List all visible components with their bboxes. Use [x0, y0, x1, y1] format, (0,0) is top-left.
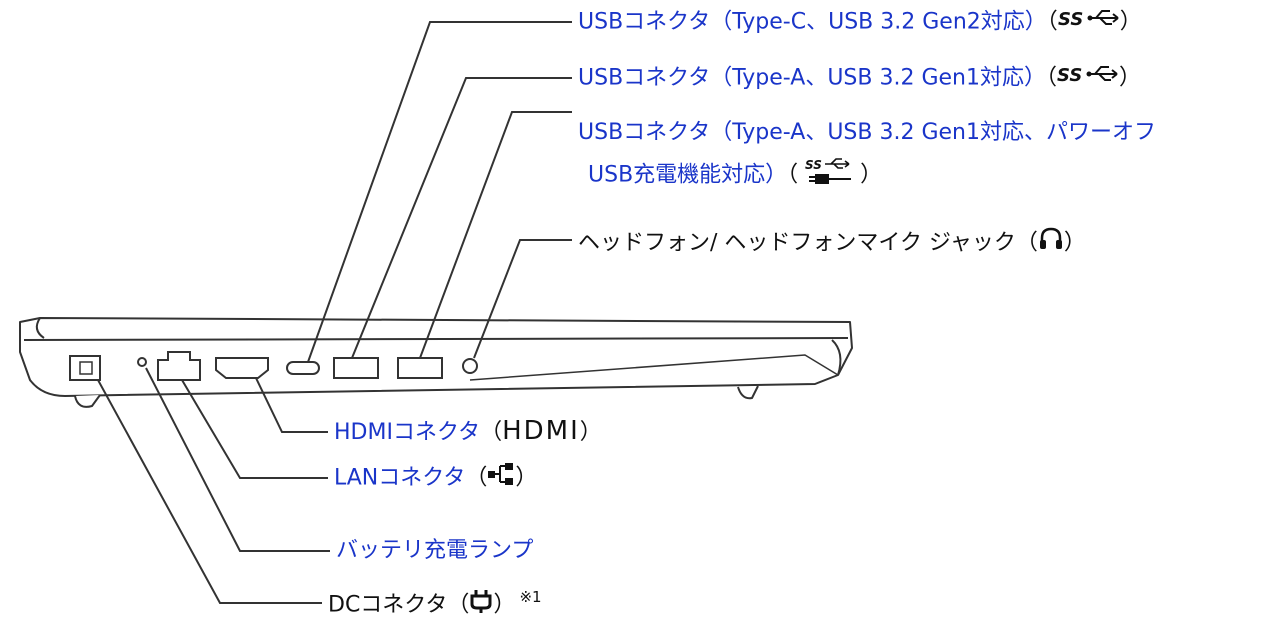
- ss-usb-power-icon: SS: [805, 156, 853, 195]
- leader-lines: [97, 21, 572, 604]
- lan-link[interactable]: LANコネクタ: [334, 465, 466, 491]
- lan-port: [157, 351, 201, 381]
- callout-headphone: ヘッドフォン/ ヘッドフォンマイク ジャック（ ）: [578, 226, 1086, 261]
- usb-a1-close: ）: [1119, 65, 1142, 91]
- headphone-icon: [1038, 226, 1064, 261]
- hdmi-port: [215, 357, 269, 379]
- usb-a2-open: （: [787, 162, 806, 188]
- usb-c-open: （: [1046, 9, 1058, 35]
- usb-a2-close: ）: [853, 162, 883, 188]
- dc-plug-icon: [469, 588, 493, 623]
- ports: [69, 351, 478, 381]
- callout-hdmi: HDMIコネクタ（HDMI）: [334, 416, 602, 448]
- usb-a2-link-line1[interactable]: USBコネクタ（Type-A、USB 3.2 Gen1対応、パワーオフ: [578, 120, 1156, 145]
- battery-lamp: [137, 357, 147, 367]
- svg-text:SS: SS: [1058, 9, 1083, 30]
- leader-battery: [145, 367, 330, 552]
- headphone-text: ヘッドフォン/ ヘッドフォンマイク ジャック（: [578, 230, 1038, 256]
- battery-link[interactable]: バッテリ充電ランプ: [336, 538, 534, 563]
- callout-dc: DCコネクタ（ ）※1: [328, 588, 542, 623]
- leader-usb-c: [307, 21, 572, 363]
- usb-a1-open: （: [1045, 65, 1057, 91]
- callout-usb-a1: USBコネクタ（Type-A、USB 3.2 Gen1対応）（SS ）: [578, 62, 1141, 95]
- usb-c-link[interactable]: USBコネクタ（Type-C、USB 3.2 Gen2対応）: [578, 9, 1047, 35]
- dc-close: ）: [493, 592, 516, 618]
- dc-text: DCコネクタ（: [328, 592, 470, 618]
- leader-headphone: [473, 239, 572, 359]
- callout-battery: バッテリ充電ランプ: [336, 536, 533, 566]
- hdmi-logo: HDMI: [502, 416, 580, 446]
- dc-footnote-mark: ※1: [519, 587, 542, 606]
- usb-a2-port: [397, 357, 443, 379]
- leader-lan: [181, 379, 328, 479]
- leader-usb-a1: [351, 77, 572, 359]
- ss-usb-icon: SS: [1057, 62, 1119, 95]
- headphone-close: ）: [1063, 230, 1086, 256]
- leader-dc: [97, 379, 322, 604]
- usb-a1-link[interactable]: USBコネクタ（Type-A、USB 3.2 Gen1対応）: [578, 65, 1046, 91]
- usb-c-close: ）: [1119, 9, 1142, 35]
- usb-a1-port: [333, 357, 379, 379]
- headphone-jack: [462, 358, 478, 374]
- leader-usb-a2: [419, 111, 572, 359]
- leader-hdmi: [255, 377, 328, 433]
- lan-close: ）: [515, 465, 538, 491]
- hdmi-open: （: [480, 420, 503, 445]
- callout-usb-c: USBコネクタ（Type-C、USB 3.2 Gen2対応）（SS ）: [578, 6, 1142, 39]
- svg-text:SS: SS: [805, 158, 822, 172]
- hdmi-link[interactable]: HDMIコネクタ: [334, 420, 481, 445]
- ss-usb-icon: SS: [1058, 6, 1120, 39]
- callout-lan: LANコネクタ（ ）: [334, 462, 537, 495]
- hdmi-close: ）: [579, 420, 602, 445]
- lan-icon: [487, 462, 515, 495]
- lan-open: （: [465, 465, 488, 491]
- callout-usb-a2-line2: USB充電機能対応）（ SS ）: [588, 156, 882, 195]
- usb-a2-link-line2[interactable]: USB充電機能対応）: [588, 162, 788, 188]
- svg-text:SS: SS: [1057, 65, 1082, 86]
- usb-c-port: [286, 361, 320, 375]
- callout-usb-a2-line1: USBコネクタ（Type-A、USB 3.2 Gen1対応、パワーオフ: [578, 118, 1156, 148]
